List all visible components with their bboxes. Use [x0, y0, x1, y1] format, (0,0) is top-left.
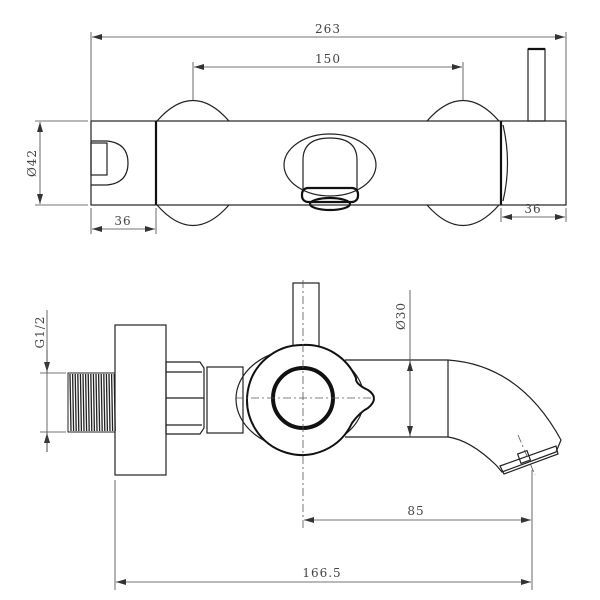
thread-line — [69, 373, 72, 432]
right-cap-curve — [502, 124, 509, 202]
thread-line — [108, 373, 111, 432]
left-wall-disc-top — [156, 99, 230, 122]
lever-handle-side — [292, 282, 320, 354]
thread-line — [79, 373, 83, 432]
thread-line — [110, 373, 114, 432]
right-wall-disc-top — [426, 99, 500, 122]
right-wall-disc-bottom — [426, 204, 500, 227]
left-wall-disc-bottom — [156, 204, 230, 227]
dim-label-overall-depth: 166.5 — [302, 566, 341, 580]
thread-line — [95, 373, 98, 432]
diverter-knob-inner — [90, 142, 108, 176]
dim-label-overall-width: 263 — [315, 22, 341, 36]
thread-line — [92, 373, 96, 432]
thread-lines — [69, 373, 116, 432]
dim-label-right-end: 36 — [524, 202, 541, 216]
top-view: 263 150 Ø42 36 36 — [25, 22, 567, 234]
spout-escutcheon — [283, 133, 377, 197]
thread-line — [103, 373, 106, 432]
diverter-knob — [91, 140, 129, 186]
thread-line — [87, 373, 90, 432]
aerator-tab — [516, 449, 532, 465]
thread-line — [77, 373, 80, 432]
thread-line — [105, 373, 109, 432]
spout-centerline — [517, 434, 536, 476]
spout-aerator — [499, 445, 559, 475]
side-view: G1/2 Ø30 85 166.5 — [33, 280, 562, 590]
thread-line — [97, 373, 101, 432]
dim-label-spout-projection: 85 — [407, 504, 424, 518]
aerator-face — [308, 196, 352, 212]
connector-pipe — [206, 366, 244, 434]
thread-line — [74, 373, 77, 432]
hex-nut — [165, 361, 205, 435]
lever-handle — [527, 48, 546, 122]
thread-line — [71, 373, 75, 432]
dim-label-left-end: 36 — [114, 214, 131, 228]
aerator — [300, 186, 360, 204]
dim-label-spout-diameter: Ø30 — [394, 302, 408, 330]
dim-label-thread-size: G1/2 — [33, 316, 47, 349]
dim-label-handle-spacing: 150 — [315, 52, 341, 66]
thread-line — [84, 373, 88, 432]
thread-line — [100, 373, 103, 432]
control-handle — [246, 343, 375, 456]
thread-line — [82, 373, 85, 432]
spout-outlet — [302, 137, 358, 190]
spout-body — [345, 359, 562, 473]
thread-line — [90, 373, 93, 432]
wall-flange — [114, 324, 167, 476]
dim-label-body-diameter: Ø42 — [25, 149, 39, 177]
